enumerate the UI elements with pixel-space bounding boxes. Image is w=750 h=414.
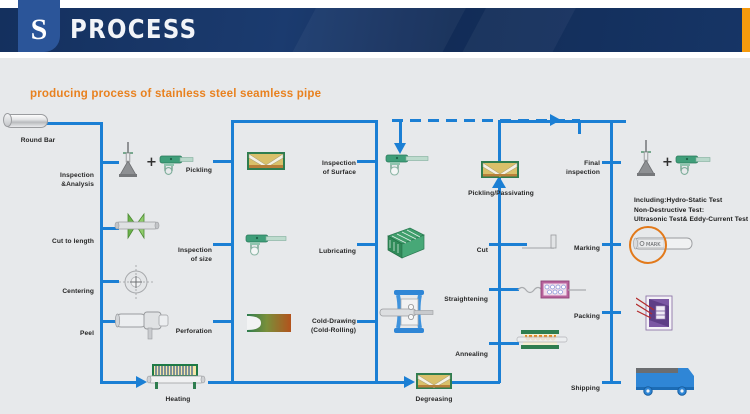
tick-cut bbox=[489, 243, 527, 246]
flow-line-degreasing-to-col4 bbox=[452, 381, 500, 384]
label-inspection-of-size: Inspection of size bbox=[178, 247, 212, 263]
centering-crosshair-icon bbox=[114, 262, 158, 302]
tick-lubricating bbox=[357, 243, 376, 246]
label-cut: Cut bbox=[476, 247, 488, 254]
tick-perforation bbox=[213, 320, 232, 323]
degreasing-tank-icon bbox=[414, 369, 454, 393]
marking-highlight-circle bbox=[629, 226, 667, 264]
header-accent-bar bbox=[742, 8, 750, 52]
cut-tool-icon bbox=[520, 233, 562, 255]
cutting-saw-icon bbox=[112, 208, 164, 248]
tick-cut-to-length bbox=[100, 227, 119, 230]
flow-line-col1 bbox=[100, 122, 103, 384]
tick-inspection-analysis bbox=[100, 161, 119, 164]
arrow-to-degreasing bbox=[404, 376, 415, 388]
tick-annealing bbox=[489, 342, 519, 345]
company-s-logo-icon: S bbox=[30, 13, 48, 46]
label-pickling-passivating: Pickling/Passivating bbox=[468, 190, 534, 197]
flask-and-caliper-icon-final: + bbox=[632, 138, 712, 180]
label-centering: Centering bbox=[62, 288, 94, 295]
label-lubricating: Lubricating bbox=[319, 248, 356, 255]
shipping-truck-icon bbox=[632, 360, 704, 400]
flow-line-heating-to-col2 bbox=[208, 381, 233, 384]
cold-drawing-mill-icon bbox=[378, 286, 434, 338]
tick-centering bbox=[100, 280, 119, 283]
svg-text:+: + bbox=[146, 155, 157, 170]
annealing-furnace-icon bbox=[516, 327, 568, 355]
label-annealing: Annealing bbox=[455, 351, 488, 358]
label-peel: Peel bbox=[80, 330, 94, 337]
label-straightening: Straightening bbox=[444, 296, 488, 303]
tick-marking bbox=[602, 243, 621, 246]
flow-line-col3-to-degreasing bbox=[375, 381, 405, 384]
label-final-inspection: Final inspection bbox=[566, 160, 600, 176]
pickling-passivating-tank-icon bbox=[479, 158, 521, 184]
label-cold-drawing: Cold-Drawing (Cold-Rolling) bbox=[311, 318, 356, 334]
label-perforation: Perforation bbox=[175, 328, 212, 335]
label-heating: Heating bbox=[165, 396, 191, 403]
flow-line-col5-top bbox=[578, 120, 626, 123]
perforation-billet-icon bbox=[245, 311, 295, 335]
tick-straightening bbox=[489, 288, 519, 291]
page-header bbox=[0, 8, 750, 52]
arrow-to-heating bbox=[136, 376, 147, 388]
tick-cold-drawing bbox=[357, 320, 376, 323]
label-pickling: Pickling bbox=[185, 167, 212, 174]
tick-pickling bbox=[213, 160, 232, 163]
arrow-right-to-final-inspection bbox=[550, 114, 561, 126]
straightening-roller-icon bbox=[516, 276, 588, 302]
arrow-up-pickling-passivating bbox=[492, 176, 506, 188]
flow-line-col4-bottom bbox=[498, 381, 500, 384]
label-round-bar: Round Bar bbox=[20, 137, 56, 144]
page-title: PROCESS bbox=[70, 15, 198, 45]
flow-line-down-to-inspection bbox=[399, 122, 402, 144]
flow-line-col2 bbox=[231, 120, 234, 383]
inspection-note: Including:Hydro-Static Test Non-Destruct… bbox=[634, 197, 749, 223]
heating-furnace-icon bbox=[146, 362, 210, 392]
flow-line-col5 bbox=[610, 120, 613, 382]
diagram-subtitle: producing process of stainless steel sea… bbox=[30, 88, 322, 100]
pickling-tank-icon bbox=[245, 148, 287, 174]
caliper-icon-surface bbox=[382, 152, 430, 180]
packing-box-icon bbox=[635, 292, 682, 336]
tick-final-inspection bbox=[602, 161, 621, 164]
tick-inspection-of-size bbox=[213, 243, 232, 246]
flask-and-caliper-icon: + bbox=[114, 140, 194, 180]
flow-line-col2-top bbox=[231, 120, 376, 123]
flow-line-col2-to-col3 bbox=[231, 381, 376, 384]
company-logo: S bbox=[18, 0, 60, 52]
flow-line-col5-riser bbox=[578, 120, 581, 134]
flow-line-col4-top bbox=[498, 120, 580, 123]
svg-text:+: + bbox=[662, 155, 673, 170]
tick-packing bbox=[602, 311, 621, 314]
flow-line-roundbar-feed bbox=[46, 122, 103, 125]
lubricating-crate-icon bbox=[382, 222, 428, 264]
peeling-lathe-icon bbox=[114, 306, 172, 342]
flow-line-dashed-return bbox=[392, 119, 580, 122]
flow-line-col1-to-heating bbox=[100, 381, 138, 384]
label-degreasing: Degreasing bbox=[415, 396, 453, 403]
label-inspection-analysis: Inspection &Analysis bbox=[60, 172, 94, 188]
label-marking: Marking bbox=[574, 245, 600, 252]
tick-shipping bbox=[602, 381, 621, 384]
label-packing: Packing bbox=[574, 313, 600, 320]
tick-peel bbox=[100, 320, 119, 323]
tick-inspection-of-surface bbox=[357, 160, 376, 163]
arrow-down-inspection-surface bbox=[394, 143, 406, 154]
flow-line-col4 bbox=[498, 120, 501, 383]
flow-line-col3 bbox=[375, 120, 378, 383]
label-shipping: Shipping bbox=[570, 385, 600, 392]
label-cut-to-length: Cut to length bbox=[52, 238, 94, 245]
caliper-icon bbox=[242, 232, 290, 260]
label-inspection-of-surface: Inspection of Surface bbox=[322, 160, 356, 176]
